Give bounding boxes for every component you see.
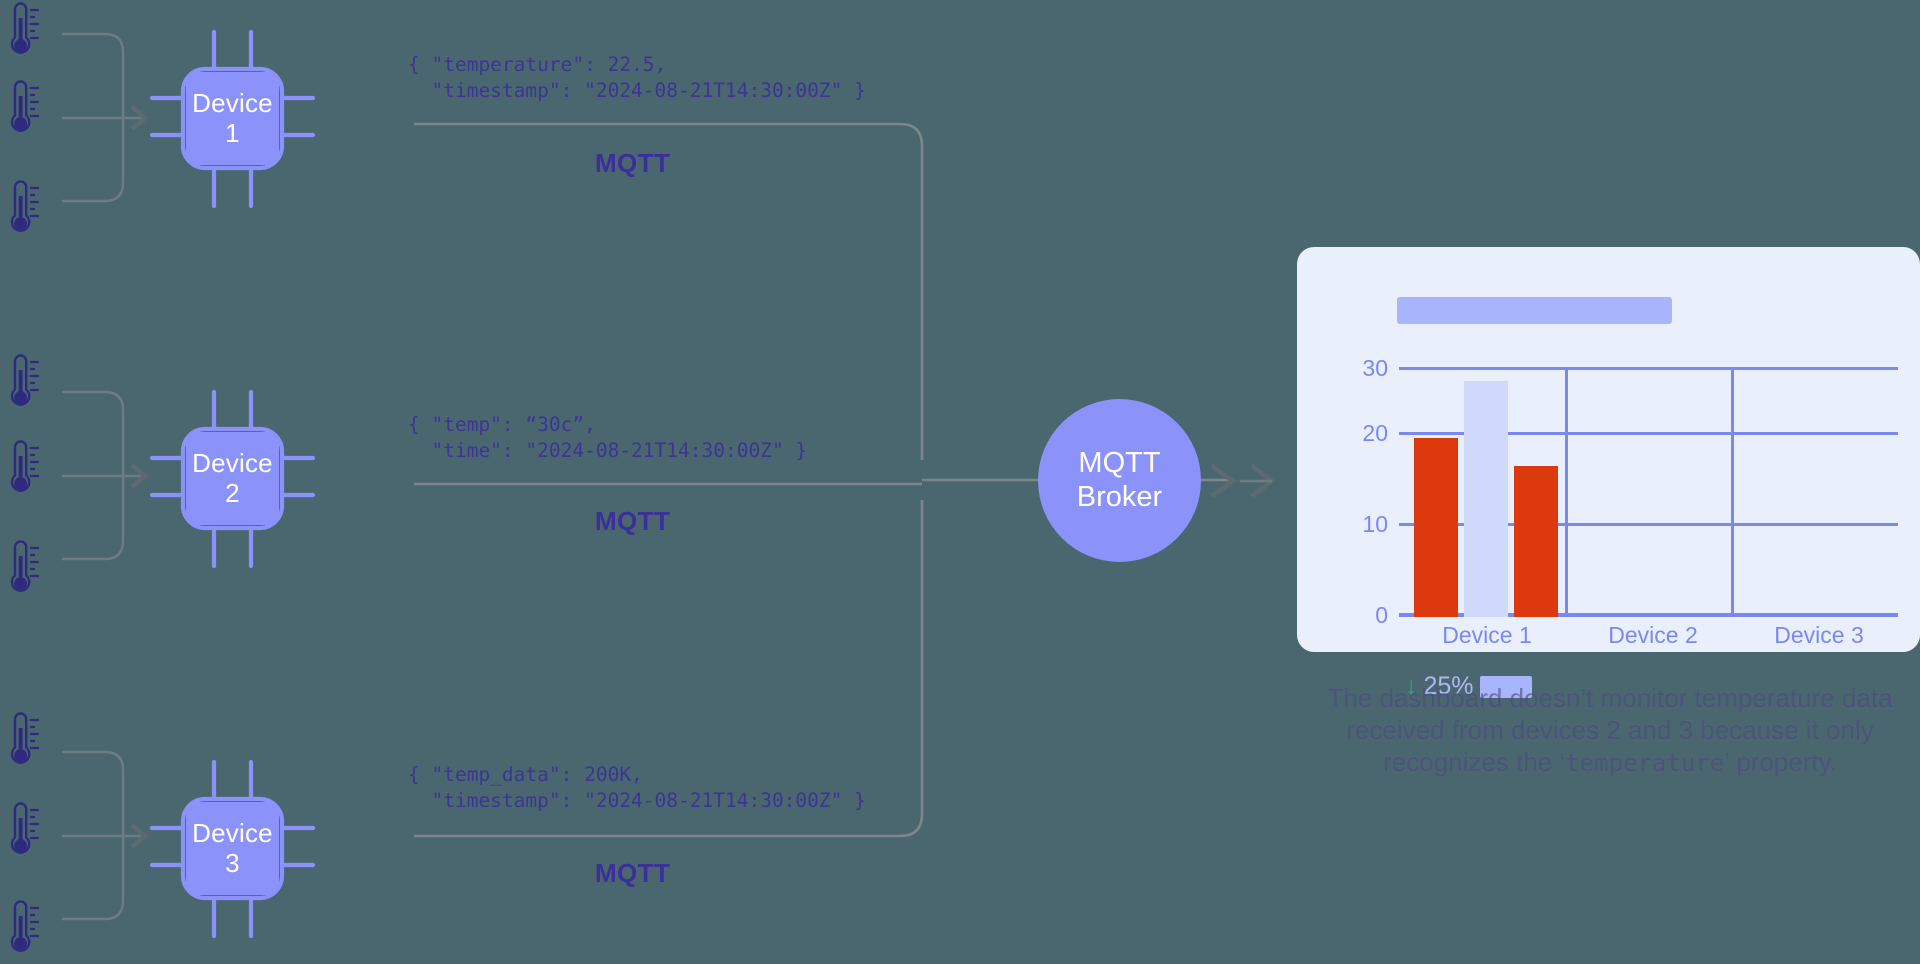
chart-legend: ↓ 25% — [1405, 672, 1532, 701]
thermometer-glyph — [10, 712, 39, 764]
x-tick-label: Device 1 — [1442, 622, 1532, 648]
device-name-line1: Device — [192, 818, 273, 849]
sensor-merge-arrow-device-2 — [60, 378, 150, 573]
payload-device-3: { "temp_data": 200K, "timestamp": "2024-… — [408, 762, 866, 814]
caption-code: temperature — [1565, 749, 1725, 777]
thermometer-glyph — [10, 80, 39, 132]
device-chip-label-2: Device 2 — [186, 432, 279, 525]
thermometer-icon — [2, 352, 42, 414]
dashboard-panel[interactable]: 0 10 20 30 Device 1 Device 2 Device 3 ↓ — [1297, 247, 1920, 700]
thermometer-glyph — [10, 2, 39, 54]
device-chip-1[interactable]: Device 1 — [150, 30, 315, 208]
dashboard-title-placeholder — [1397, 297, 1672, 324]
thermometer-glyph — [10, 354, 39, 406]
x-tick-label: Device 2 — [1608, 622, 1698, 648]
thermometer-icon — [2, 898, 42, 960]
payload-line-1: { "temp_data": 200K, — [408, 763, 643, 786]
category-separator-1 — [1565, 367, 1568, 617]
dashboard-caption: The dashboard doesn’t monitor temperatur… — [1290, 682, 1920, 779]
y-tick-label: 0 — [1375, 602, 1388, 628]
thermometer-glyph — [10, 802, 39, 854]
series-swatch — [1479, 675, 1532, 698]
thermometer-icon — [2, 0, 42, 62]
category-separator-2 — [1731, 367, 1734, 617]
thermometer-glyph — [10, 440, 39, 492]
payload-line-1: { "temp": “30c”, — [408, 413, 596, 436]
device-chip-label-1: Device 1 — [186, 72, 279, 165]
thermometer-icon — [2, 178, 42, 240]
thermometer-glyph — [10, 540, 39, 592]
protocol-label-device-1: MQTT — [595, 148, 671, 178]
payload-line-2: "time": "2024-08-21T14:30:00Z" } — [408, 439, 808, 462]
chip-icon — [150, 390, 315, 568]
thermometer-icon — [2, 538, 42, 600]
thermometer-glyph — [10, 900, 39, 952]
gridline-30 — [1399, 367, 1898, 370]
payload-line-2: "timestamp": "2024-08-21T14:30:00Z" } — [408, 789, 866, 812]
device-name-line1: Device — [192, 88, 273, 119]
protocol-label-device-3: MQTT — [595, 858, 671, 888]
broker-label-line2: Broker — [1076, 480, 1163, 513]
caption-part-1: The dashboard doesn’t monitor temperatur… — [1327, 683, 1893, 777]
protocol-label-device-2: MQTT — [595, 506, 671, 536]
caption-part-2: ’ property. — [1724, 747, 1837, 777]
gridline-20 — [1399, 432, 1898, 435]
y-tick-label: 30 — [1362, 355, 1388, 381]
device-name-line1: Device — [192, 448, 273, 479]
device-name-line2: 1 — [225, 117, 240, 148]
device-name-line2: 3 — [225, 847, 240, 878]
y-tick-label: 10 — [1362, 511, 1388, 537]
broker-label-line1: MQTT — [1078, 446, 1161, 479]
thermometer-glyph — [10, 180, 39, 232]
thermometer-icon — [2, 438, 42, 500]
device-chip-label-3: Device 3 — [186, 802, 279, 895]
chip-icon — [150, 760, 315, 938]
bar-device1-series2 — [1464, 381, 1508, 617]
sensor-merge-arrow-device-3 — [60, 738, 150, 933]
payload-line-1: { "temperature": 22.5, — [408, 53, 667, 76]
bar-device1-series3 — [1514, 466, 1558, 617]
payload-line-2: "timestamp": "2024-08-21T14:30:00Z" } — [408, 79, 866, 102]
device-chip-3[interactable]: Device 3 — [150, 760, 315, 938]
thermometer-icon — [2, 800, 42, 862]
y-tick-label: 20 — [1362, 420, 1388, 446]
x-tick-label: Device 3 — [1774, 622, 1864, 648]
bar-device1-series1 — [1414, 438, 1458, 617]
gridline-10 — [1399, 523, 1898, 526]
sensor-merge-arrow-device-1 — [60, 20, 150, 215]
x-axis-line — [1399, 613, 1898, 617]
arrow-down-icon: ↓ — [1405, 672, 1418, 700]
thermometer-icon — [2, 710, 42, 772]
mqtt-broker-node[interactable]: MQTT Broker — [1038, 399, 1201, 562]
device-name-line2: 2 — [225, 477, 240, 508]
trend-percent: 25% — [1423, 672, 1474, 700]
payload-device-2: { "temp": “30c”, "time": "2024-08-21T14:… — [408, 412, 807, 464]
thermometer-icon — [2, 78, 42, 140]
payload-device-1: { "temperature": 22.5, "timestamp": "202… — [408, 52, 866, 104]
chip-icon — [150, 30, 315, 208]
device-chip-2[interactable]: Device 2 — [150, 390, 315, 568]
temperature-bar-chart: 0 10 20 30 Device 1 Device 2 Device 3 ↓ — [1297, 247, 1920, 700]
